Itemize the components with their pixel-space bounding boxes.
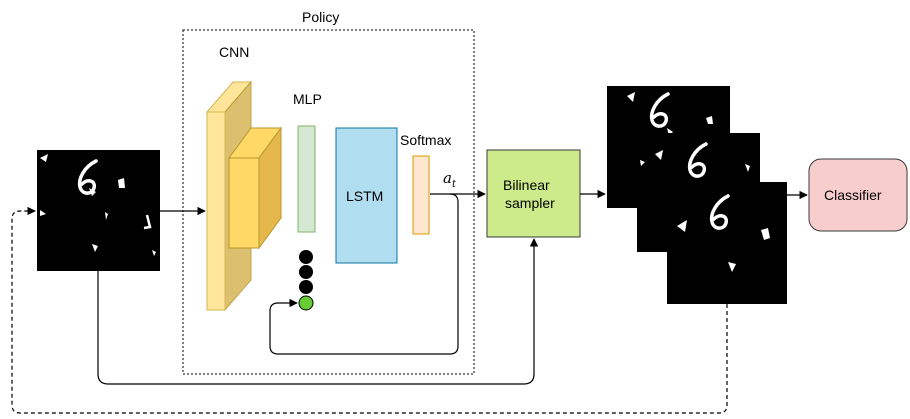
cnn-label: CNN (219, 44, 249, 60)
arrow-glimpse-recurrence (11, 206, 728, 414)
hidden-state-nodes (298, 250, 314, 311)
hidden-node-3 (299, 280, 313, 294)
classifier-label: Classifier (824, 187, 882, 203)
mlp-label: MLP (293, 91, 322, 107)
sampler-label-line1: Bilinear (503, 177, 550, 193)
sampler-label-line2: sampler (505, 195, 555, 211)
hidden-node-out (298, 295, 314, 311)
action-label: at (443, 169, 457, 190)
cnn-block (205, 80, 282, 312)
arrow-image-to-sampler (97, 238, 539, 385)
policy-label: Policy (302, 9, 339, 25)
glimpse-3 (667, 182, 787, 304)
bilinear-sampler-block (486, 149, 581, 238)
softmax-label: Softmax (400, 132, 451, 148)
lstm-block (335, 127, 398, 264)
mlp-block (297, 125, 316, 233)
lstm-label: LSTM (346, 188, 383, 204)
input-image (37, 150, 160, 271)
glimpse-stack (607, 86, 787, 304)
hidden-node-2 (299, 265, 313, 279)
hidden-node-1 (299, 250, 313, 264)
policy-box (182, 29, 475, 375)
softmax-block (412, 155, 430, 235)
connectors (11, 189, 808, 414)
arrow-action-feedback (269, 193, 459, 355)
classifier-block (808, 158, 908, 232)
